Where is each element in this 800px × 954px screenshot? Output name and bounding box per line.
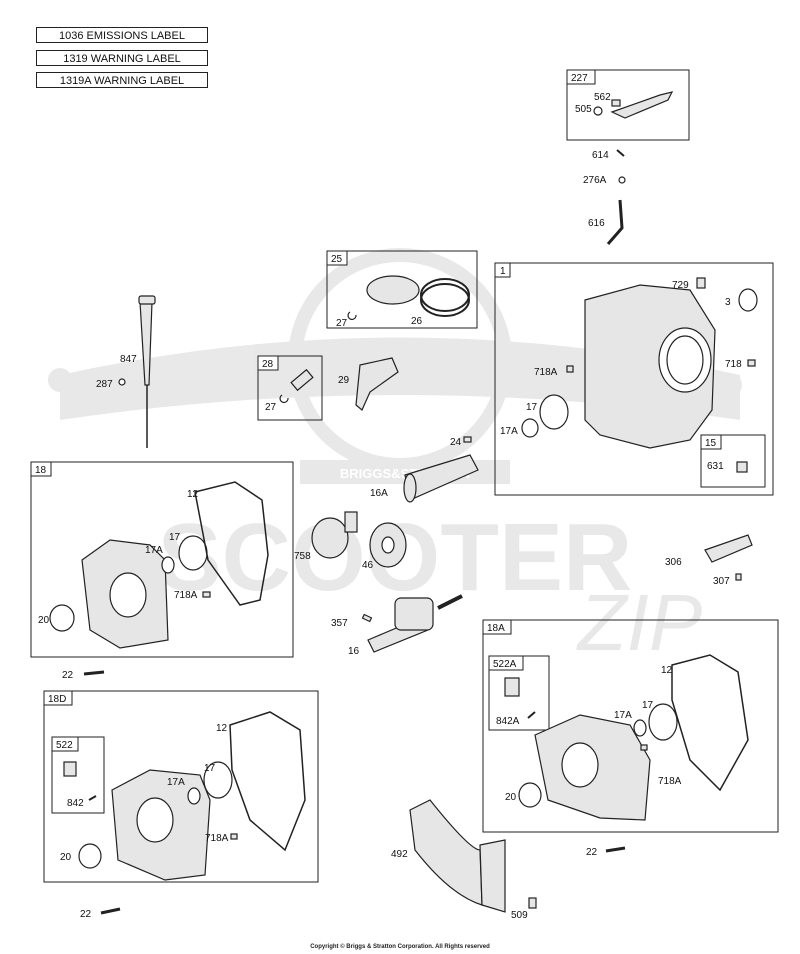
part-16A: 16A	[370, 488, 388, 499]
part-307: 307	[713, 576, 730, 587]
part-614: 614	[592, 150, 609, 161]
group-522-label: 522	[56, 740, 73, 751]
part-17-sump18A: 17	[642, 700, 654, 711]
part-22-sump18A: 22	[586, 847, 598, 858]
group-28-label: 28	[262, 359, 274, 370]
part-17-block: 17	[526, 402, 538, 413]
part-12-sump18: 12	[187, 489, 199, 500]
part-22-sump18: 22	[62, 670, 74, 681]
air-guide-492-drawing	[409, 799, 483, 906]
group-1-frame	[494, 262, 774, 496]
part-46: 46	[362, 560, 374, 571]
group-15-label: 15	[705, 438, 717, 449]
part-20-sump18D: 20	[60, 852, 72, 863]
part-20-sump18A: 20	[505, 792, 517, 803]
part-718A-block: 718A	[534, 367, 558, 378]
part-16: 16	[348, 646, 360, 657]
gasket-18-drawing	[194, 481, 269, 606]
part-505: 505	[575, 104, 592, 115]
part-509: 509	[511, 910, 528, 921]
gasket-18A-drawing	[671, 654, 749, 792]
part-847: 847	[120, 354, 137, 365]
group-28-frame	[257, 355, 323, 421]
group-227-label: 227	[571, 73, 588, 84]
part-758: 758	[294, 551, 311, 562]
governor-gear-drawing	[311, 517, 349, 559]
copyright-footer: Copyright © Briggs & Stratton Corporatio…	[310, 944, 490, 950]
plug-631-drawing	[736, 461, 748, 473]
rod-616-drawing	[606, 199, 624, 245]
group-18-frame	[30, 461, 294, 658]
part-562: 562	[594, 92, 611, 103]
part-17-sump18D: 17	[204, 763, 216, 774]
part-17A-sump18A: 17A	[614, 710, 632, 721]
piston-drawing	[366, 275, 420, 305]
part-631: 631	[707, 461, 724, 472]
group-18D-frame	[43, 690, 319, 883]
part-24: 24	[450, 437, 462, 448]
bearing-17-block-drawing	[539, 394, 569, 430]
warning-label-a-box: 1319A WARNING LABEL	[36, 72, 208, 88]
group-18D-label: 18D	[48, 694, 66, 705]
part-718: 718	[725, 359, 742, 370]
part-718A-sump18: 718A	[174, 590, 198, 601]
part-20-sump18: 20	[38, 615, 50, 626]
group-1-label: 1	[500, 266, 506, 277]
part-22-sump18D: 22	[80, 909, 92, 920]
piston-rings-drawing	[420, 278, 470, 312]
group-25-frame	[326, 250, 478, 329]
group-522A-label: 522A	[493, 659, 517, 670]
part-357: 357	[331, 618, 348, 629]
part-17A-sump18D: 17A	[167, 777, 185, 788]
connecting-rod-drawing	[355, 357, 399, 411]
part-12-sump18D: 12	[216, 723, 228, 734]
gasket-18D-drawing	[229, 711, 306, 852]
part-718A-sump18A: 718A	[658, 776, 682, 787]
group-18-label: 18	[35, 465, 47, 476]
part-842: 842	[67, 798, 84, 809]
emissions-label-box: 1036 EMISSIONS LABEL	[36, 27, 208, 43]
oil-sensor-522-drawing	[63, 761, 77, 777]
part-306: 306	[665, 557, 682, 568]
screw-562-drawing	[611, 99, 621, 107]
part-492: 492	[391, 849, 408, 860]
part-718A-sump18D: 718A	[205, 833, 229, 844]
part-29: 29	[338, 375, 350, 386]
part-729: 729	[672, 280, 689, 291]
part-3: 3	[725, 297, 731, 308]
part-12-sump18A: 12	[661, 665, 673, 676]
oil-sensor-522A-drawing	[504, 677, 520, 697]
part-27-piston: 27	[336, 318, 348, 329]
part-26: 26	[411, 316, 423, 327]
part-842A: 842A	[496, 716, 520, 727]
group-227-frame	[566, 69, 690, 141]
part-17-sump18: 17	[169, 532, 181, 543]
warning-label-box: 1319 WARNING LABEL	[36, 50, 208, 66]
seal-3-drawing	[738, 288, 758, 312]
group-25-label: 25	[331, 254, 343, 265]
part-27-pin: 27	[265, 402, 277, 413]
group-15-frame	[700, 434, 766, 488]
cylinder-block-drawing	[584, 284, 716, 449]
piston-pin-drawing	[290, 368, 314, 392]
baffle-306-drawing	[704, 534, 753, 563]
nut-505-drawing	[593, 106, 603, 116]
part-17A-sump18: 17A	[145, 545, 163, 556]
part-616: 616	[588, 218, 605, 229]
group-18A-frame	[482, 619, 779, 833]
part-276A: 276A	[583, 175, 607, 186]
part-17A-block: 17A	[500, 426, 518, 437]
throttle-lever-drawing	[610, 91, 674, 119]
part-287: 287	[96, 379, 113, 390]
watermark-script: ZIP	[576, 578, 702, 667]
group-18A-label: 18A	[487, 623, 505, 634]
